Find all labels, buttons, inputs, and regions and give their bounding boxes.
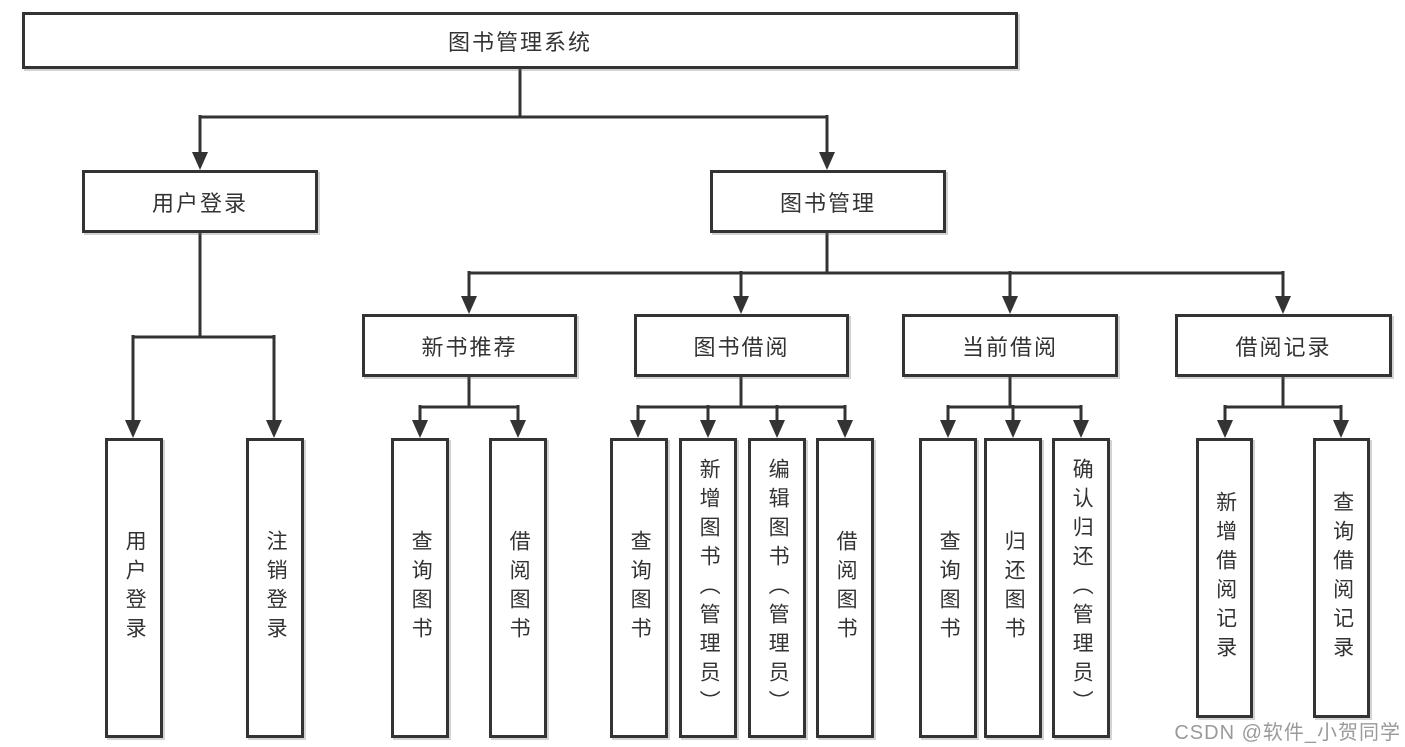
node-label: 新书推荐 <box>421 334 518 360</box>
node-new-book-recommend: 新书推荐 <box>362 314 577 377</box>
node-library-system: 图书管理系统 <box>22 12 1018 69</box>
node-current-borrow: 当前借阅 <box>902 314 1118 377</box>
node-label: 当前借阅 <box>961 334 1058 360</box>
leaf-query-books-borrow: 查询图书 <box>610 438 668 738</box>
leaf-label: 新增图书（管理员） <box>697 457 721 719</box>
leaf-label: 查询图书 <box>937 530 961 646</box>
leaf-label: 查询借阅记录 <box>1330 491 1354 665</box>
node-label: 图书管理 <box>779 190 876 216</box>
leaf-label: 新增借阅记录 <box>1213 491 1237 665</box>
node-label: 用户登录 <box>151 190 248 216</box>
leaf-add-borrow-record: 新增借阅记录 <box>1196 438 1253 718</box>
node-borrow-records: 借阅记录 <box>1175 314 1392 377</box>
leaf-label: 编辑图书（管理员） <box>766 457 790 719</box>
node-label: 图书借阅 <box>693 334 790 360</box>
leaf-label: 借阅图书 <box>834 530 858 646</box>
leaf-borrow-books-recommend: 借阅图书 <box>489 438 547 738</box>
node-book-management: 图书管理 <box>710 170 946 233</box>
leaf-label: 注销登录 <box>264 530 288 646</box>
leaf-label: 借阅图书 <box>507 530 531 646</box>
node-book-borrow: 图书借阅 <box>634 314 849 377</box>
leaf-add-book-admin: 新增图书（管理员） <box>679 438 737 738</box>
leaf-edit-book-admin: 编辑图书（管理员） <box>748 438 806 738</box>
leaf-query-books-current: 查询图书 <box>919 438 977 738</box>
leaf-label: 查询图书 <box>628 530 652 646</box>
csdn-watermark: CSDN @软件_小贺同学 <box>1174 722 1401 744</box>
leaf-query-books-recommend: 查询图书 <box>391 438 449 738</box>
leaf-label: 用户登录 <box>123 530 147 646</box>
node-user-login: 用户登录 <box>82 170 318 233</box>
leaf-query-borrow-record: 查询借阅记录 <box>1313 438 1370 718</box>
leaf-logout: 注销登录 <box>246 438 304 738</box>
leaf-user-login: 用户登录 <box>105 438 163 738</box>
leaf-label: 查询图书 <box>409 530 433 646</box>
node-label: 图书管理系统 <box>447 29 592 55</box>
leaf-label: 归还图书 <box>1002 530 1026 646</box>
leaf-return-book: 归还图书 <box>984 438 1042 738</box>
leaf-borrow-books: 借阅图书 <box>816 438 874 738</box>
leaf-label: 确认归还（管理员） <box>1070 457 1094 719</box>
leaf-confirm-return-admin: 确认归还（管理员） <box>1052 438 1110 738</box>
node-label: 借阅记录 <box>1235 334 1332 360</box>
